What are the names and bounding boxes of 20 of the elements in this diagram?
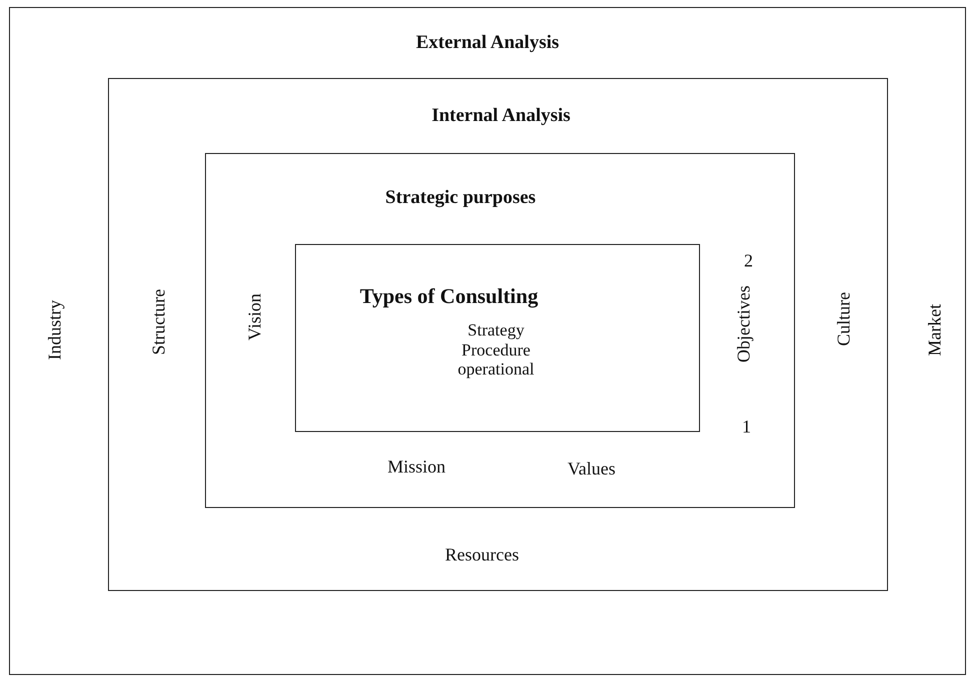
vertical-label: Vision: [244, 293, 265, 340]
nested-box: [108, 78, 888, 591]
vertical-label: Structure: [148, 289, 170, 355]
vertical-label: Industry: [44, 300, 65, 360]
vertical-label: Objectives: [733, 285, 754, 362]
box-label: Values: [568, 458, 616, 479]
box-heading: Internal Analysis: [432, 105, 570, 127]
box-heading: Strategic purposes: [385, 186, 536, 208]
box-label: Resources: [445, 544, 519, 566]
box-label: 2: [744, 250, 753, 271]
box-label: 1: [742, 416, 751, 437]
nested-box: [295, 244, 700, 432]
box-label: Mission: [387, 456, 446, 477]
vertical-label: Market: [924, 304, 945, 356]
nested-box: [8, 6, 966, 674]
item-list: Strategy Procedure operational: [446, 320, 546, 380]
nested-box: [204, 152, 794, 508]
box-heading: Types of Consulting: [360, 284, 538, 308]
vertical-label: Culture: [834, 292, 854, 346]
box-heading: External Analysis: [416, 32, 560, 54]
